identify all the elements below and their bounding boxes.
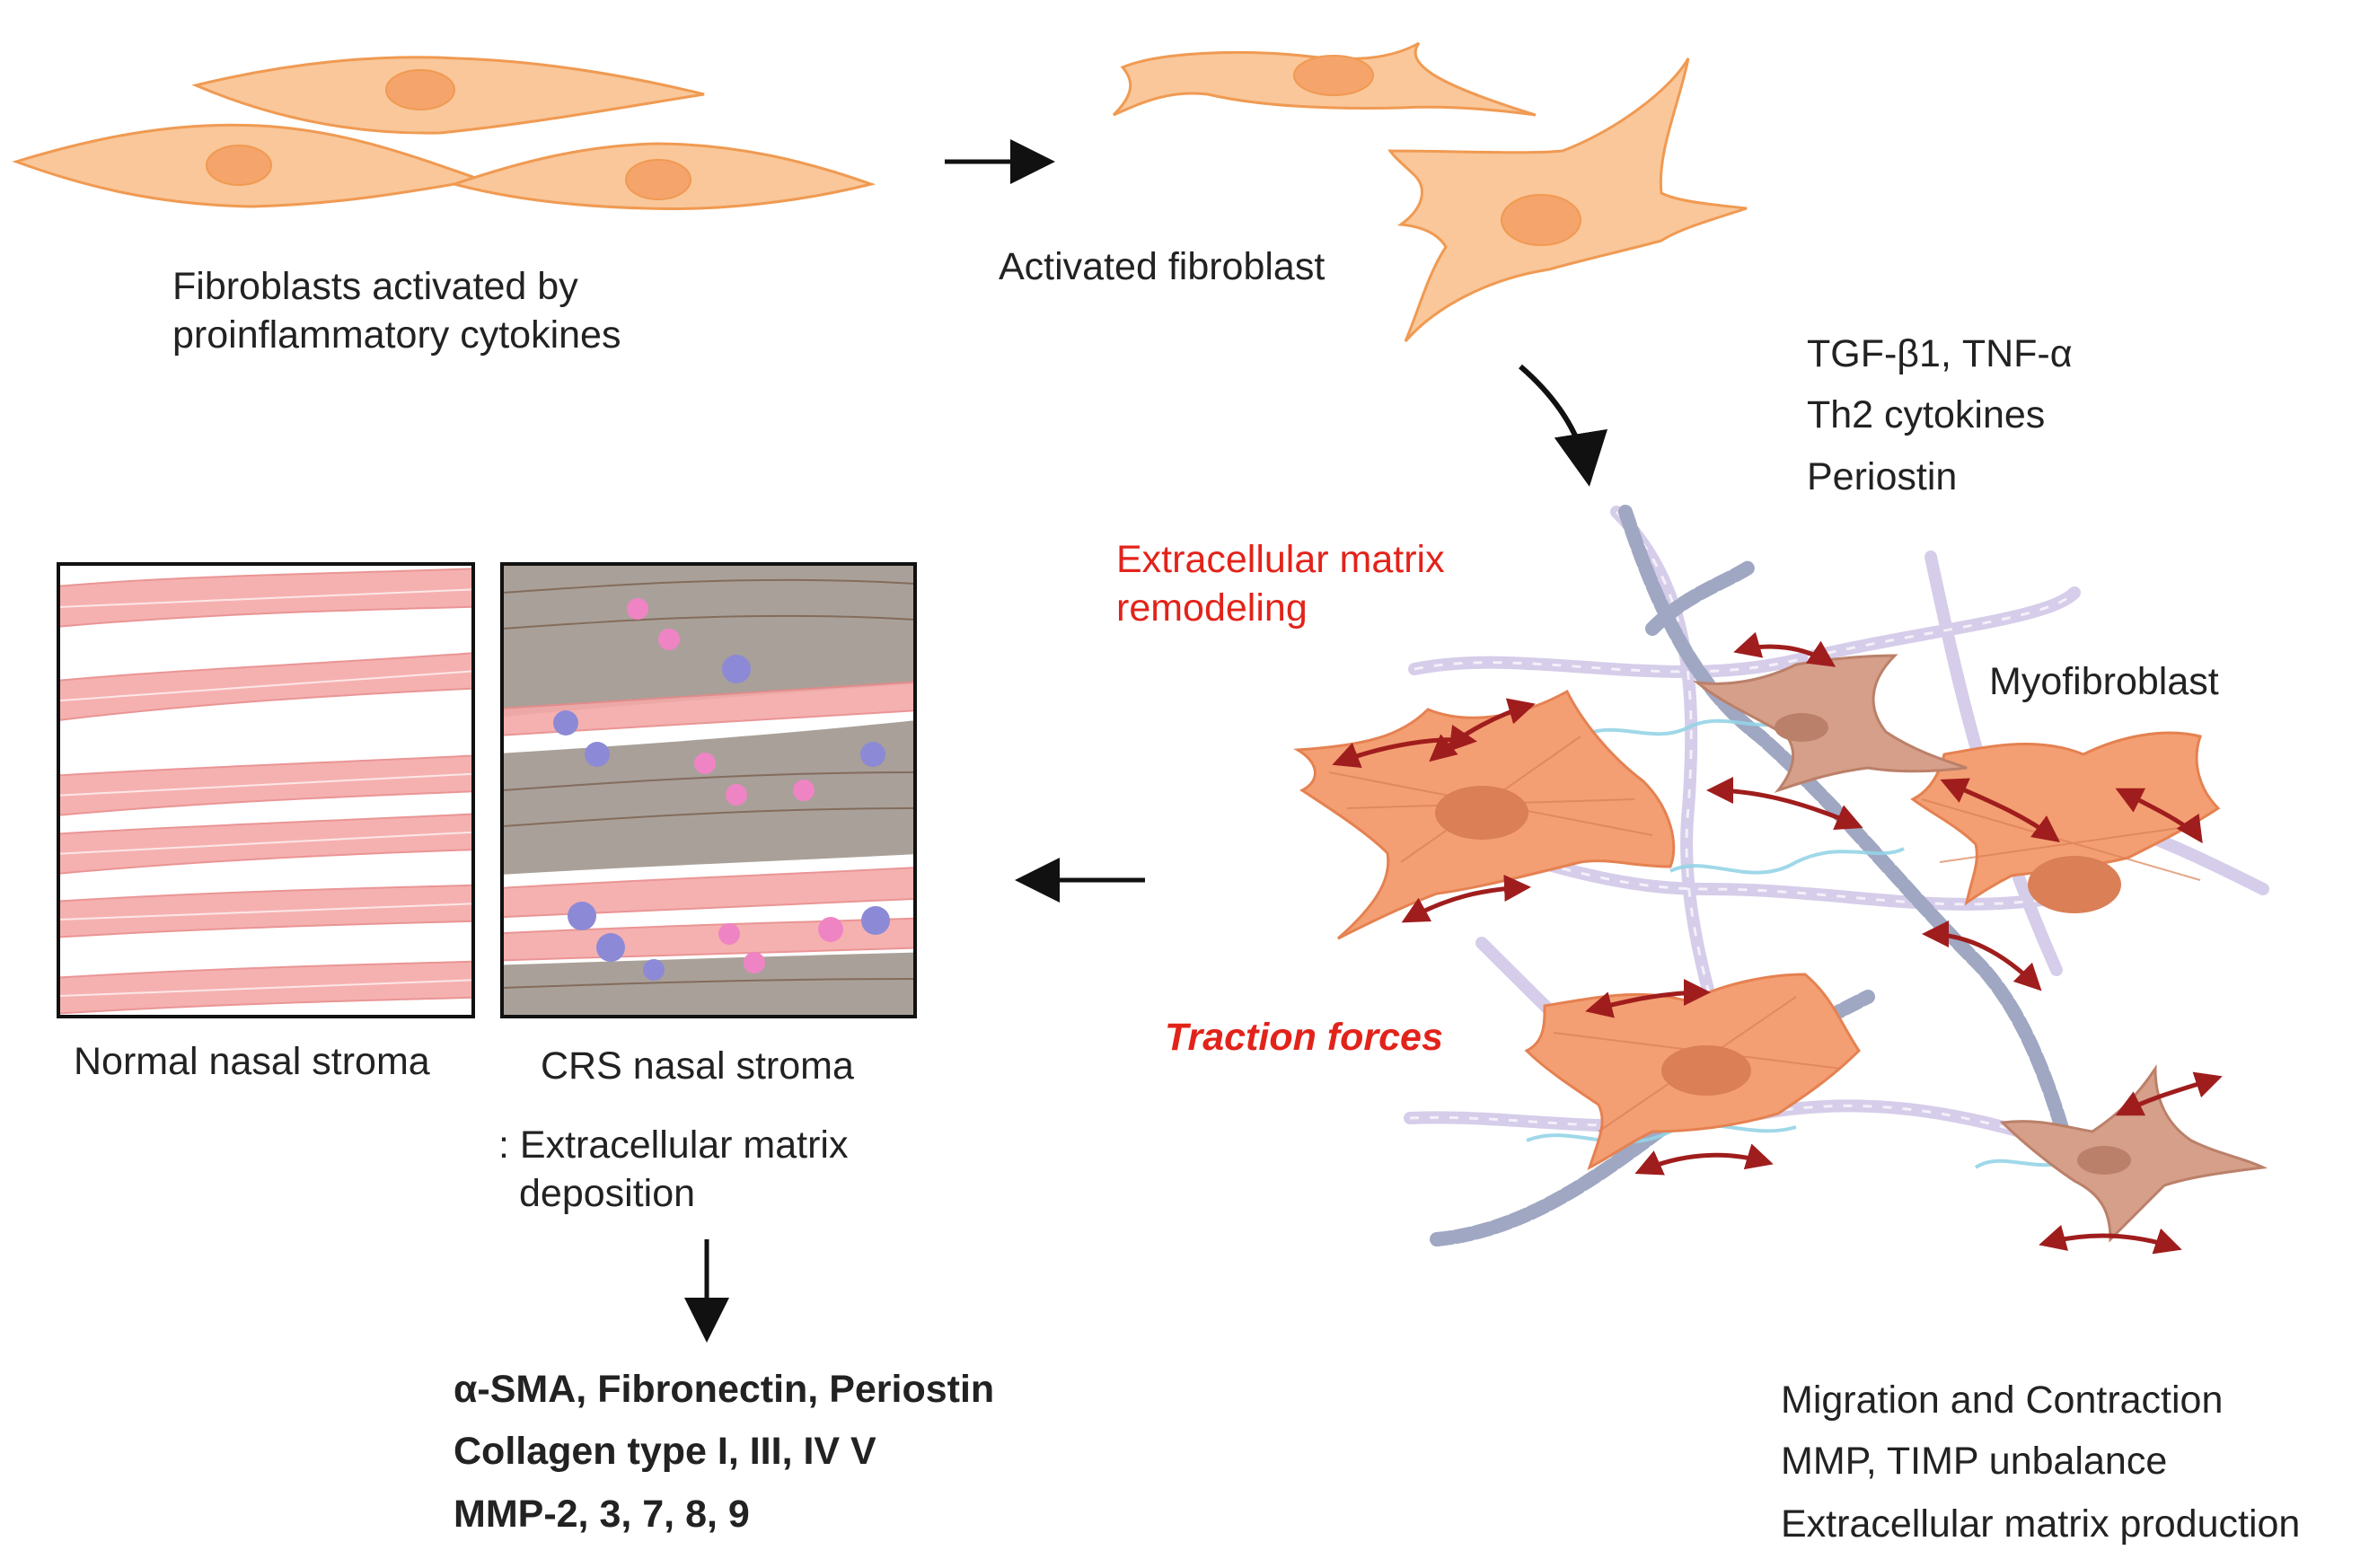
traction-arrows [1332,631,2223,1255]
fibroblast-cell-1 [191,56,705,135]
label-ecm-deposition-line2: deposition [519,1172,696,1215]
label-ecm-deposition-line1: : Extracellular matrix [498,1123,849,1167]
activated-cell-small [1112,41,1537,117]
activated-cell-large [1387,57,1748,342]
label-traction-forces: Traction forces [1165,1016,1443,1059]
label-marker-3: MMP-2, 3, 7, 8, 9 [454,1493,750,1536]
label-factor-2: Th2 cytokines [1807,393,2046,436]
label-fibroblasts-activated-line2: proinflammatory cytokines [172,313,621,357]
myofibroblast-cell-3 [1524,973,1861,1170]
normal-stroma-panel [57,562,475,1018]
label-crs-stroma: CRS nasal stroma [541,1044,854,1088]
label-normal-stroma: Normal nasal stroma [74,1040,430,1083]
label-activated-fibroblast: Activated fibroblast [999,245,1326,288]
resting-fibroblasts [12,56,876,211]
ecm-network [1293,505,2269,1255]
myofibroblast-cell-2 [1910,731,2221,913]
label-marker-2: Collagen type I, III, IV V [454,1430,876,1473]
activated-fibroblasts [1112,41,1748,342]
label-marker-1: α-SMA, Fibronectin, Periostin [454,1368,995,1411]
fibroblast-cell-2 [12,123,486,208]
immune-cells [553,598,890,981]
label-ecm-remodeling-line2: remodeling [1116,586,1308,630]
label-myofibroblast: Myofibroblast [1989,660,2219,703]
label-factor-3: Periostin [1807,455,1958,498]
crs-stroma-panel [500,562,917,1018]
label-factor-1: TGF-β1, TNF-α [1807,332,2073,375]
myofibroblast-cell-brown-2 [1999,1064,2268,1243]
fibroblast-cell-3 [449,142,876,211]
label-ecm-remodeling-line1: Extracellular matrix [1116,538,1445,581]
label-process-2: MMP, TIMP unbalance [1781,1440,2168,1483]
label-process-1: Migration and Contraction [1781,1379,2224,1422]
label-fibroblasts-activated-line1: Fibroblasts activated by [172,265,578,308]
curved-arrow-down [1519,364,1608,487]
label-process-3: Extracellular matrix production [1781,1502,2301,1546]
